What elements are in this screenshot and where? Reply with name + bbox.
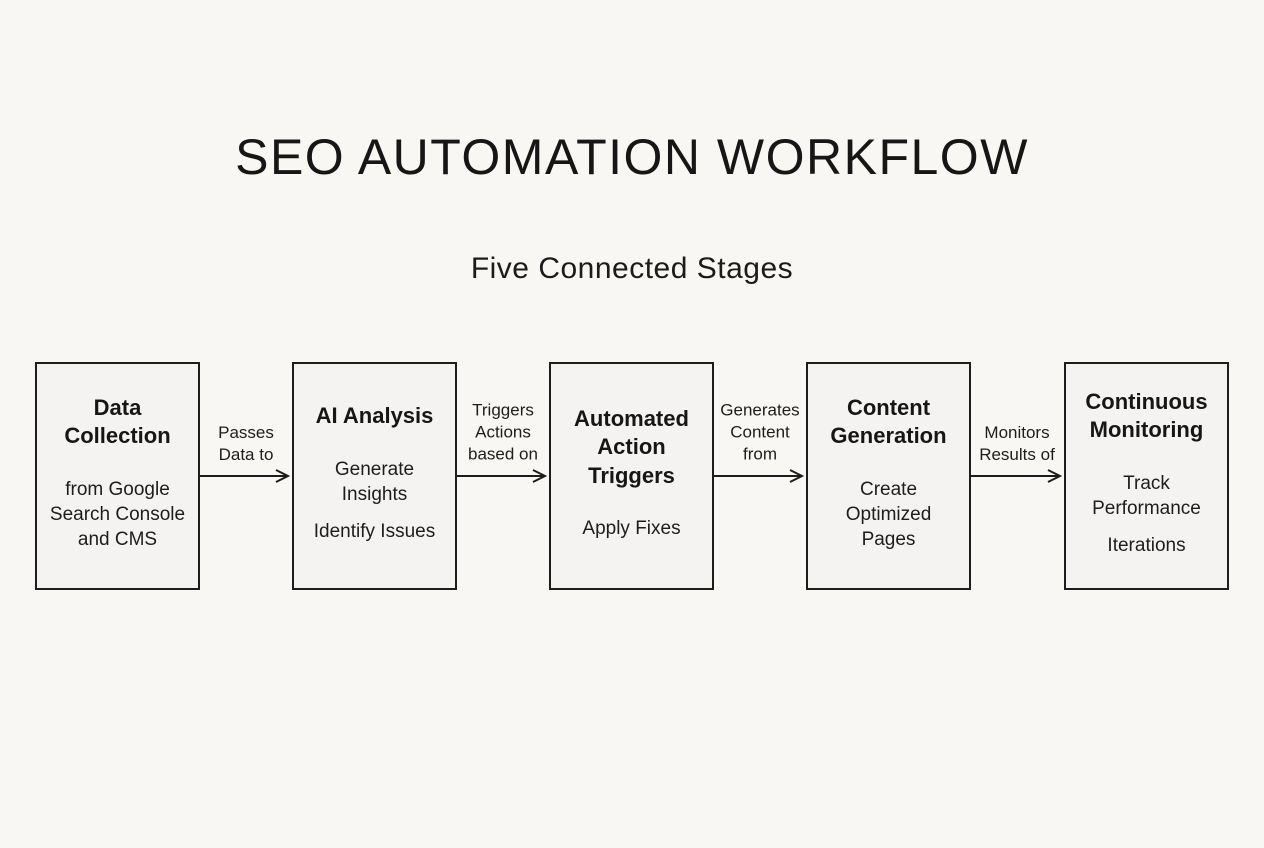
stage-detail: Apply Fixes bbox=[582, 518, 681, 540]
stage-box-data-collection: Data Collection from Google Search Conso… bbox=[35, 362, 200, 590]
stage-title: Data Collection bbox=[64, 394, 171, 449]
stage-detail: Iterations bbox=[1107, 535, 1186, 557]
stage-box-ai-analysis: AI Analysis Generate Insights Identify I… bbox=[292, 362, 457, 590]
stage-box-content-generation: Content Generation Create Optimized Page… bbox=[806, 362, 971, 590]
connector-label-2: Triggers Actions based on bbox=[468, 400, 538, 464]
stage-box-continuous-monitoring: Continuous Monitoring Track Performance … bbox=[1064, 362, 1229, 590]
stage-detail: Track Performance bbox=[1092, 472, 1201, 520]
diagram-subtitle: Five Connected Stages bbox=[470, 252, 794, 285]
stage-title: Continuous Monitoring bbox=[1085, 388, 1208, 443]
connector-label-3: Generates Content from bbox=[720, 400, 800, 464]
arrow-right-icon bbox=[457, 469, 548, 483]
stage-detail: Generate Insights bbox=[334, 458, 415, 505]
connector-label-1: Passes Data to bbox=[218, 422, 274, 464]
stage-box-automated-action-triggers: Automated Action Triggers Apply Fixes bbox=[549, 362, 714, 590]
stage-detail: Identify Issues bbox=[313, 520, 436, 542]
arrow-right-icon bbox=[200, 469, 291, 483]
diagram-title: SEO AUTOMATION WORKFLOW bbox=[235, 129, 1029, 185]
stage-title: Content Generation bbox=[830, 394, 947, 449]
arrow-right-icon bbox=[971, 469, 1063, 483]
arrow-right-icon bbox=[714, 469, 805, 483]
stage-detail: Create Optimized Pages bbox=[845, 478, 932, 551]
stage-title: Automated Action Triggers bbox=[574, 405, 689, 488]
stage-detail: from Google Search Console and CMS bbox=[49, 478, 186, 551]
connector-label-4: Monitors Results of bbox=[979, 422, 1055, 464]
stage-title: AI Analysis bbox=[315, 403, 434, 429]
